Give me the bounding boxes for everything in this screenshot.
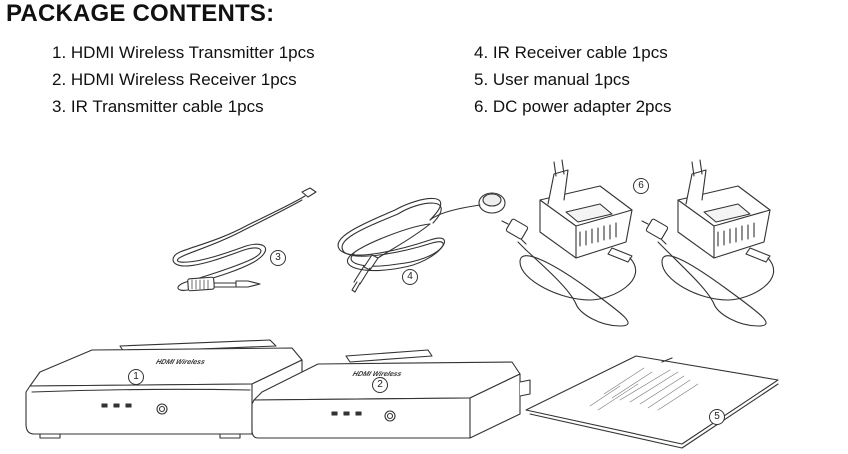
callout-1: 1 — [128, 369, 144, 385]
callout-6: 6 — [633, 178, 649, 194]
callout-2: 2 — [372, 377, 388, 393]
list-item: 3. IR Transmitter cable 1pcs — [52, 97, 264, 116]
page-title: PACKAGE CONTENTS: — [6, 0, 274, 28]
ir-receiver-cable-illustration — [337, 192, 506, 293]
list-item: 6. DC power adapter 2pcs — [474, 97, 672, 116]
contents-list-left: 1. HDMI Wireless Transmitter 1pcs 2. HDM… — [52, 39, 315, 120]
receiver-brand-label: HDMI Wireless — [351, 369, 403, 378]
user-manual-illustration — [525, 355, 779, 449]
list-item: 4. IR Receiver cable 1pcs — [474, 43, 668, 62]
callout-3: 3 — [270, 250, 286, 266]
list-item: 1. HDMI Wireless Transmitter 1pcs — [52, 43, 315, 62]
transmitter-brand-label: HDMI Wireless — [155, 357, 207, 366]
title-text: PACKAGE CONTENTS — [6, 0, 267, 27]
ir-transmitter-cable-illustration — [172, 187, 317, 292]
title-colon: : — [266, 0, 275, 27]
contents-list-right: 4. IR Receiver cable 1pcs 5. User manual… — [474, 39, 672, 120]
list-item: 2. HDMI Wireless Receiver 1pcs — [52, 70, 297, 89]
dc-power-adapter-illustration-2 — [641, 159, 775, 327]
list-item: 5. User manual 1pcs — [474, 70, 630, 89]
dc-power-adapter-illustration-1 — [501, 159, 637, 327]
callout-4: 4 — [402, 269, 418, 285]
callout-5: 5 — [709, 409, 725, 425]
hdmi-transmitter-illustration — [25, 339, 303, 439]
